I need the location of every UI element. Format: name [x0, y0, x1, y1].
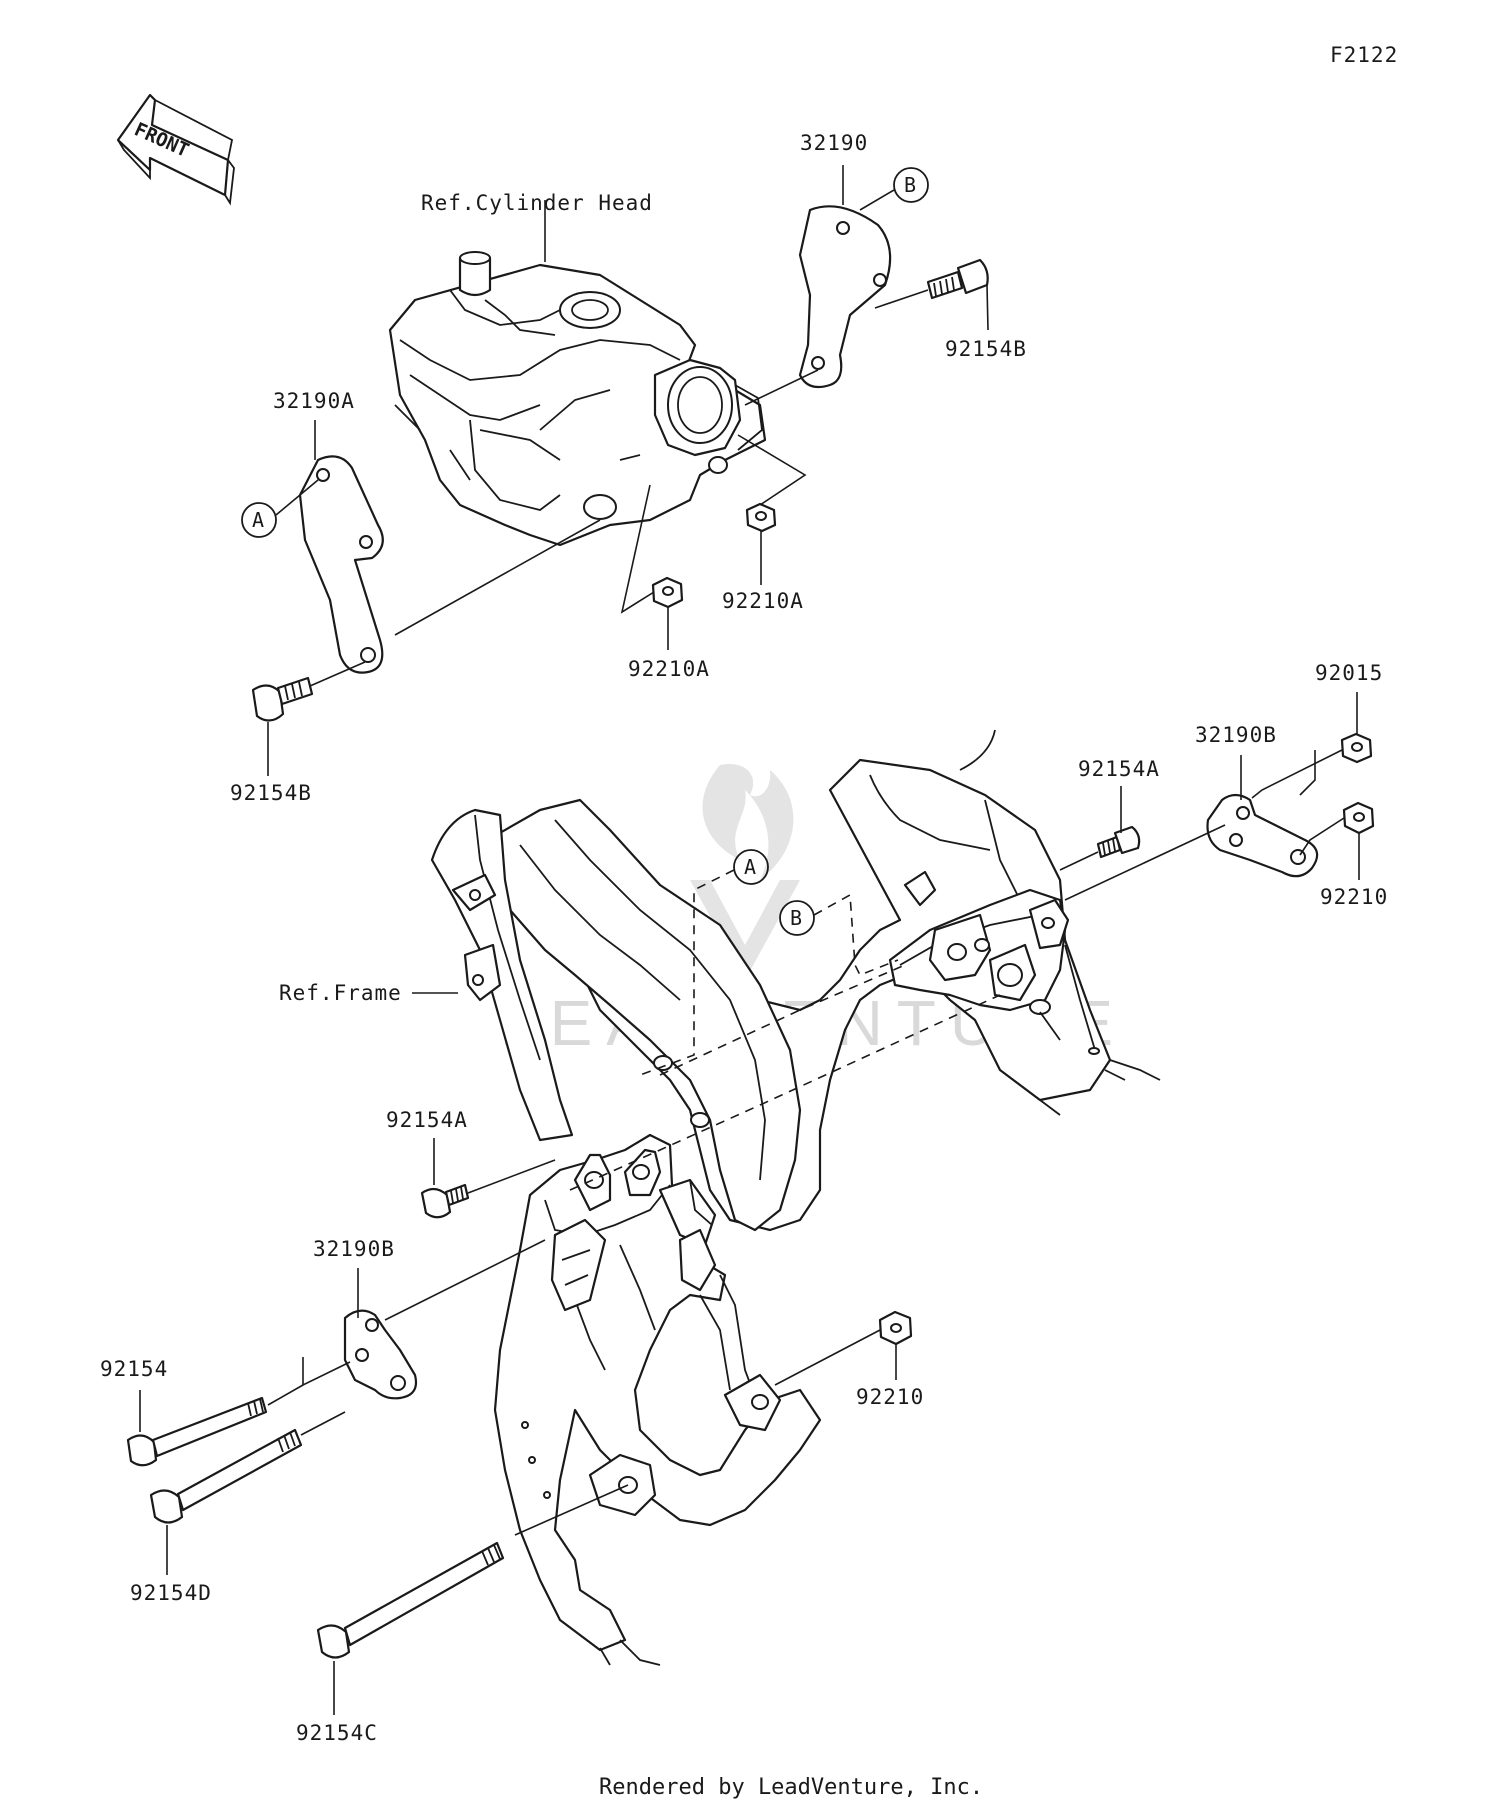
bolt-92154b-upper: [874, 258, 989, 309]
left-bracket-to-frame-line: [384, 1239, 546, 1321]
part-label-92154b-upper: 92154B: [945, 337, 1027, 361]
callout-b-top: B: [859, 167, 929, 211]
part-label-92015: 92015: [1315, 661, 1383, 685]
nut-92015: [1251, 732, 1373, 799]
bolt-92154a-left: [420, 1159, 556, 1219]
ref-cylinder-head-label: Ref.Cylinder Head: [421, 191, 653, 215]
part-label-32190b-right: 32190B: [1195, 723, 1277, 747]
part-label-92210a-lower: 92210A: [628, 657, 710, 681]
part-label-92210-right: 92210: [1320, 885, 1388, 909]
dashed-through-line-lower: [569, 994, 1001, 1191]
part-label-92154c: 92154C: [296, 1721, 378, 1745]
nut-92210a-lower: [620, 484, 684, 614]
bolt-92154d: [149, 1411, 346, 1524]
bracket-to-head-line: [744, 369, 819, 406]
part-label-32190b-left: 32190B: [313, 1237, 395, 1261]
dashed-through-line-upper: [659, 964, 906, 1076]
part-label-92154a-left: 92154A: [386, 1108, 468, 1132]
bracket-32190b-left: [343, 1309, 418, 1400]
frame: [430, 729, 1161, 1666]
bolt-92154c: [316, 1484, 629, 1659]
bolt-92154b-lower: [251, 661, 366, 722]
callout-a-frame: A: [639, 849, 769, 1076]
callout-a-left-label: A: [252, 508, 264, 532]
part-label-92154: 92154: [100, 1357, 168, 1381]
right-bracket-to-frame-line: [1064, 824, 1226, 901]
bracket-32190a: [298, 455, 384, 674]
callout-b-top-label: B: [904, 173, 916, 197]
bolt-92154a-right: [1059, 825, 1141, 871]
callout-a-left: A: [241, 479, 319, 538]
part-label-92210a-right: 92210A: [722, 589, 804, 613]
diagram-code: F2122: [1330, 43, 1398, 67]
bracket-32190b-right: [1206, 793, 1319, 878]
bracket-a-to-head-line: [394, 519, 601, 636]
footer-credit: Rendered by LeadVenture, Inc.: [599, 1775, 983, 1800]
part-label-92154d: 92154D: [130, 1581, 212, 1605]
part-label-92210-lower: 92210: [856, 1385, 924, 1409]
ref-frame-label: Ref.Frame: [279, 981, 402, 1005]
nut-92210a-right: [737, 434, 807, 533]
front-arrow-icon: FRONT: [116, 93, 235, 206]
bolt-92154: [126, 1357, 351, 1467]
callout-b-frame-label: B: [790, 906, 802, 930]
callout-b-frame: B: [779, 893, 899, 977]
nut-92210-right: [1299, 801, 1375, 856]
part-label-32190: 32190: [800, 131, 868, 155]
part-label-92154b-lower: 92154B: [230, 781, 312, 805]
nut-92210-lower: [774, 1310, 913, 1386]
callout-a-frame-label: A: [744, 855, 756, 879]
part-label-92154a-right: 92154A: [1078, 757, 1160, 781]
bolt-92154b-upper-leader: [986, 284, 989, 331]
cylinder-head: [388, 251, 767, 547]
part-label-32190a: 32190A: [273, 389, 355, 413]
bracket-32190: [798, 205, 892, 389]
